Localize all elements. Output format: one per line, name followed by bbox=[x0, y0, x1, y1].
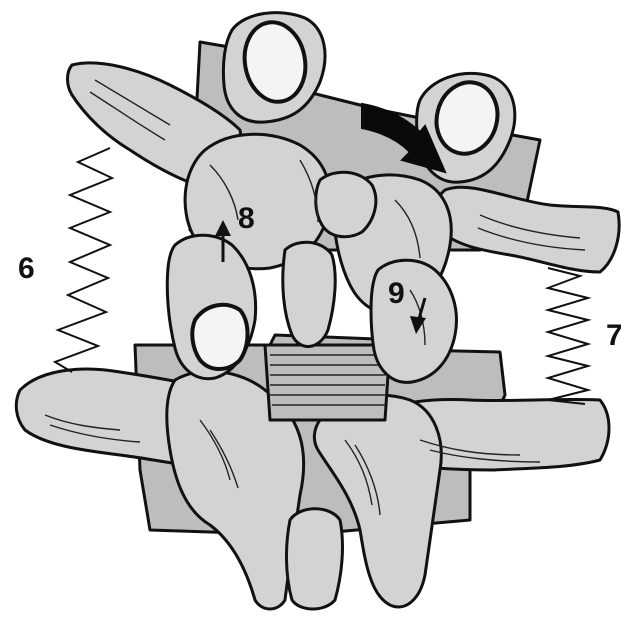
left-spring bbox=[55, 148, 112, 372]
label-arrow-up: 8 bbox=[238, 202, 255, 235]
upper-central-pedicle bbox=[316, 172, 376, 237]
intervertebral-disc bbox=[265, 345, 390, 420]
lower-vertebra bbox=[16, 335, 609, 609]
label-spring-right: 7 bbox=[606, 319, 621, 352]
label-arrow-down: 9 bbox=[388, 277, 405, 310]
lower-spinous-process bbox=[286, 509, 342, 609]
upper-spinous-process bbox=[283, 242, 335, 346]
label-spring-left: 6 bbox=[18, 252, 35, 285]
upper-vertebra bbox=[68, 13, 620, 383]
right-spring bbox=[548, 268, 588, 404]
left-inferior-facet bbox=[192, 305, 247, 369]
